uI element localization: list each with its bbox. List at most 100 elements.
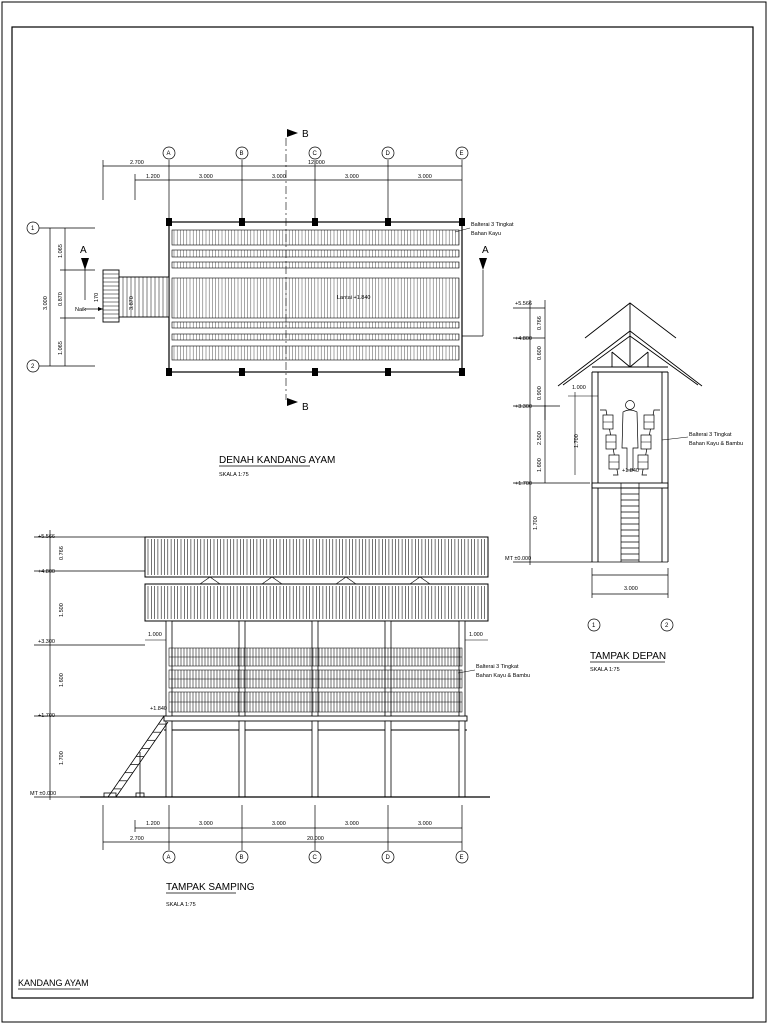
side-dim-bay-4: 3.000 bbox=[345, 821, 359, 827]
side-dim-eave-right: 1.000 bbox=[469, 632, 483, 638]
plan-grid-D: D bbox=[386, 151, 391, 157]
side-view: +5.566 +4.800 +3.300 +1.700 MT ±0.000 0.… bbox=[30, 530, 530, 908]
plan-post bbox=[459, 368, 465, 376]
side-dim-bay-1: 1.200 bbox=[146, 821, 160, 827]
side-upper-column bbox=[238, 620, 246, 717]
plan-grid-E: E bbox=[460, 151, 464, 157]
front-level-2: +4.800 bbox=[515, 336, 532, 342]
front-dim-v1: 0.766 bbox=[537, 316, 543, 330]
side-level-4: +1.700 bbox=[38, 713, 55, 719]
front-dim-v4: 2.500 bbox=[537, 431, 543, 445]
plan-dim-bay-5: 3.000 bbox=[418, 174, 432, 180]
plan-band bbox=[171, 321, 460, 329]
plan-view: 2.700 12.000 1.200 3.000 3.000 3.000 3.0… bbox=[26, 129, 514, 478]
plan-band bbox=[171, 261, 460, 269]
front-level-1: +5.566 bbox=[515, 301, 532, 307]
plan-grid-C: C bbox=[313, 151, 318, 157]
front-grid-2: 2 bbox=[665, 623, 669, 629]
plan-post bbox=[312, 218, 318, 226]
front-dim-v5: 1.600 bbox=[537, 458, 543, 472]
front-dim-v2: 0.600 bbox=[537, 346, 543, 360]
front-level-5: MT ±0.000 bbox=[505, 556, 531, 562]
side-grid-C: C bbox=[313, 855, 318, 861]
side-lower-column bbox=[165, 720, 173, 798]
side-grid-A: A bbox=[167, 855, 171, 861]
plan-dim-v2: 0.870 bbox=[58, 292, 64, 306]
plan-dim-v1: 1.065 bbox=[58, 244, 64, 258]
plan-band bbox=[171, 333, 460, 341]
front-person-figure bbox=[621, 400, 639, 471]
side-level-5: MT ±0.000 bbox=[30, 791, 56, 797]
side-dim-total-left: 2.700 bbox=[130, 836, 144, 842]
side-scale: SKALA 1:75 bbox=[166, 902, 196, 908]
plan-band bbox=[171, 277, 460, 319]
plan-grid-A: A bbox=[167, 151, 171, 157]
front-floor-label: +1.840 bbox=[622, 468, 639, 474]
plan-section-b-bottom: B bbox=[302, 402, 309, 413]
front-dim-width: 3.000 bbox=[624, 586, 638, 592]
side-dim-v2: 1.500 bbox=[59, 603, 65, 617]
plan-label-naik: Naik bbox=[75, 307, 86, 313]
plan-post bbox=[239, 218, 245, 226]
plan-dim-total: 12.000 bbox=[308, 160, 325, 166]
side-upper-column bbox=[458, 620, 466, 717]
front-grid-1: 1 bbox=[592, 623, 596, 629]
side-dim-bay-2: 3.000 bbox=[199, 821, 213, 827]
front-title: TAMPAK DEPAN bbox=[590, 651, 666, 662]
front-level-4: +1.700 bbox=[515, 481, 532, 487]
plan-band bbox=[171, 249, 460, 258]
side-dim-eave-left: 1.000 bbox=[148, 632, 162, 638]
plan-dim-bay-4: 3.000 bbox=[345, 174, 359, 180]
front-level-3: +3.300 bbox=[515, 404, 532, 410]
side-dim-total: 20.000 bbox=[307, 836, 324, 842]
side-title: TAMPAK SAMPING bbox=[166, 882, 255, 893]
plan-band bbox=[171, 345, 460, 361]
plan-slats bbox=[166, 218, 465, 376]
front-note-2: Bahan Kayu & Bambu bbox=[689, 441, 743, 447]
plan-note-1: Balterai 3 Tingkat bbox=[471, 222, 514, 228]
front-scale: SKALA 1:75 bbox=[590, 667, 620, 673]
front-dim-v3: 0.900 bbox=[537, 386, 543, 400]
plan-grid-2: 2 bbox=[31, 364, 35, 370]
side-lower-column bbox=[238, 720, 246, 798]
plan-note-2: Bahan Kayu bbox=[471, 231, 501, 237]
plan-band bbox=[171, 229, 460, 246]
plan-post bbox=[459, 218, 465, 226]
side-level-3: +3.300 bbox=[38, 639, 55, 645]
side-grid-B: B bbox=[240, 855, 244, 861]
plan-dim-small: 3.870 bbox=[129, 296, 135, 310]
plan-post bbox=[166, 218, 172, 226]
side-grid-E: E bbox=[460, 855, 464, 861]
side-dim-bay-5: 3.000 bbox=[418, 821, 432, 827]
plan-dim-vertical-total: 3.000 bbox=[43, 296, 49, 310]
plan-dim-bay-3: 3.000 bbox=[272, 174, 286, 180]
plan-dim-stair: 170 bbox=[94, 293, 100, 302]
front-note-1: Balterai 3 Tingkat bbox=[689, 432, 732, 438]
inner-border bbox=[11, 26, 754, 999]
side-floor-label: +1.840 bbox=[150, 706, 167, 712]
side-grid-D: D bbox=[386, 855, 391, 861]
side-level-1: +5.566 bbox=[38, 534, 55, 540]
plan-post bbox=[166, 368, 172, 376]
front-view: +5.566 +4.800 +3.300 +1.700 MT ±0.000 0.… bbox=[505, 300, 743, 673]
plan-section-b-top: B bbox=[302, 129, 309, 140]
sheet-title: KANDANG AYAM bbox=[18, 978, 89, 988]
plan-section-a-left: A bbox=[80, 245, 87, 256]
side-level-2: +4.800 bbox=[38, 569, 55, 575]
plan-title: DENAH KANDANG AYAM bbox=[219, 455, 335, 466]
side-upper-column bbox=[165, 620, 173, 717]
plan-dim-bay-1: 1.200 bbox=[146, 174, 160, 180]
plan-dim-total-left: 2.700 bbox=[130, 160, 144, 166]
front-dim-v6: 1.700 bbox=[533, 516, 539, 530]
plan-section-a-right: A bbox=[482, 245, 489, 256]
front-dim-top: 1.000 bbox=[572, 385, 586, 391]
front-roof bbox=[557, 302, 703, 387]
side-note-2: Bahan Kayu & Bambu bbox=[476, 673, 530, 679]
side-upper-column bbox=[311, 620, 319, 717]
plan-post bbox=[385, 368, 391, 376]
plan-dim-v3: 1.065 bbox=[58, 341, 64, 355]
side-lower-column bbox=[311, 720, 319, 798]
plan-scale: SKALA 1:75 bbox=[219, 472, 249, 478]
